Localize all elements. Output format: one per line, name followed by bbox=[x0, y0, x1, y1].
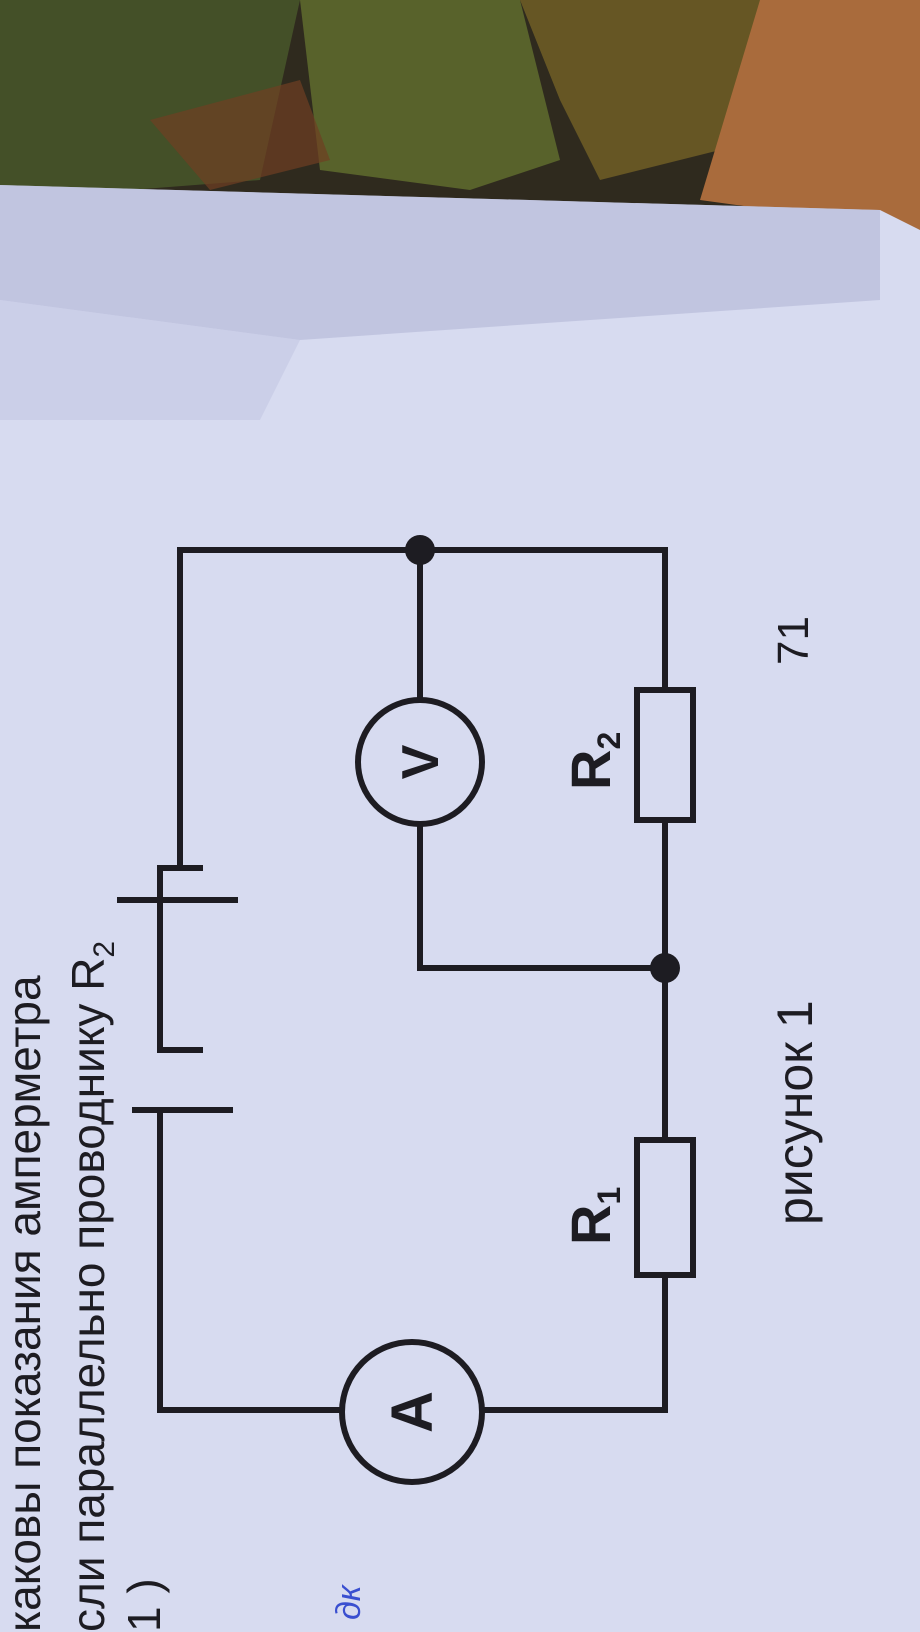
paper-shadow-2 bbox=[0, 300, 300, 420]
wood-surface bbox=[700, 0, 920, 230]
fabric-pattern-4 bbox=[150, 80, 330, 190]
junction-bottom bbox=[650, 953, 680, 983]
voltmeter-circle bbox=[355, 697, 485, 827]
page-number: 71 bbox=[769, 616, 818, 665]
fabric-pattern-2 bbox=[300, 0, 560, 190]
wire-volt-bottom bbox=[417, 822, 668, 971]
text-line-1: каковы показания амперметра bbox=[0, 975, 50, 1632]
figure-caption: рисунок 1 bbox=[767, 1000, 823, 1225]
voltmeter-label: V bbox=[392, 744, 450, 779]
text-column: каковы показания амперметра сли параллел… bbox=[0, 941, 170, 1632]
resistor-r1 bbox=[634, 1137, 696, 1278]
fabric-pattern-3 bbox=[520, 0, 780, 180]
r2-label: R2 bbox=[559, 732, 627, 790]
text-line-3: 1 ) bbox=[118, 1578, 170, 1632]
ammeter-label: A bbox=[380, 1391, 445, 1433]
circuit-diagram bbox=[117, 547, 696, 1485]
junction-top bbox=[405, 535, 435, 565]
r1-label: R1 bbox=[559, 1187, 627, 1245]
wire-top-right bbox=[177, 547, 423, 871]
paper-shadow bbox=[0, 185, 880, 340]
text-line-2: сли параллельно проводнику R2 bbox=[62, 941, 121, 1632]
resistor-r2 bbox=[634, 687, 696, 823]
wire-r1-bottom bbox=[482, 1272, 668, 1413]
pen-mark: дк bbox=[330, 1583, 368, 1620]
wire-right bbox=[417, 547, 668, 693]
ammeter-circle bbox=[339, 1339, 485, 1485]
